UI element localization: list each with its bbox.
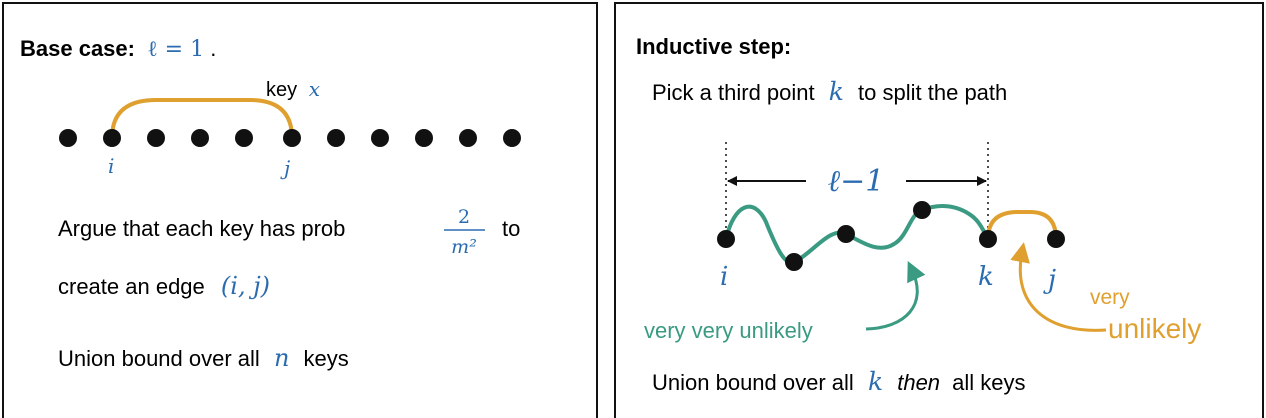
bottom-then: then — [897, 370, 940, 395]
point-i — [717, 230, 735, 248]
key-edge-arc — [110, 98, 294, 139]
left-dot-11 — [503, 129, 521, 147]
left-label-j: j — [280, 156, 290, 180]
inductive-title: Inductive step: — [636, 34, 791, 59]
point-k — [979, 230, 997, 248]
bottom-var: k — [868, 367, 883, 396]
orange-callout-small: very — [1090, 286, 1130, 309]
green-callout-arrow — [865, 260, 926, 331]
prob-fraction-numerator: 2 — [458, 206, 470, 228]
bottom-text: Union bound over all — [652, 370, 854, 395]
union-line: Union bound over all n keys — [58, 344, 349, 372]
edge-line: create an edge (i, j) — [58, 272, 270, 300]
point-j — [1047, 230, 1065, 248]
left-dot-7 — [327, 129, 345, 147]
point-mid-2 — [837, 225, 855, 243]
left-dot-5 — [235, 129, 253, 147]
base-case-title-math: ℓ = 1 — [147, 37, 204, 62]
pick-var: k — [829, 77, 844, 106]
prob-text: Argue that each key has prob — [58, 216, 345, 241]
union-var: n — [274, 344, 289, 372]
pick-line: Pick a third point k to split the path — [652, 77, 1007, 106]
left-dot-4 — [191, 129, 209, 147]
left-dot-9 — [415, 129, 433, 147]
point-mid-3 — [913, 201, 931, 219]
point-mid-1 — [785, 253, 803, 271]
left-dot-8 — [371, 129, 389, 147]
left-dot-2 — [103, 129, 121, 147]
left-dot-6 — [283, 129, 301, 147]
union-text-end: keys — [304, 346, 349, 371]
prob-fraction-denominator: m² — [451, 236, 477, 258]
pick-text-end: to split the path — [858, 80, 1007, 105]
pick-text: Pick a third point — [652, 80, 815, 105]
base-case-title-end: . — [210, 36, 216, 61]
green-path — [724, 204, 990, 265]
left-dot-10 — [459, 129, 477, 147]
base-case-title: Base case: ℓ = 1 . — [20, 36, 216, 62]
edge-math: (i, j) — [221, 272, 270, 300]
right-label-i: i — [720, 262, 728, 292]
base-case-title-bold: Base case: — [20, 36, 135, 61]
inductive-step-svg: Inductive step: Pick a third point k to … — [636, 34, 1201, 396]
edge-text: create an edge — [58, 274, 205, 299]
key-label-text: key — [266, 79, 297, 101]
right-label-k: k — [978, 262, 994, 292]
base-case-panel: Base case: ℓ = 1 . key x i j Argue that … — [2, 2, 598, 418]
left-dot-1 — [59, 129, 77, 147]
left-label-i: i — [108, 154, 114, 178]
orange-callout-arrow — [1010, 242, 1107, 332]
union-text: Union bound over all — [58, 346, 260, 371]
length-label: ℓ−1 — [828, 164, 885, 199]
orange-edge-arc — [986, 210, 1058, 240]
left-dots-row — [59, 129, 521, 147]
key-label: key x — [266, 77, 320, 101]
right-label-j: j — [1043, 265, 1056, 295]
inductive-step-panel: Inductive step: Pick a third point k to … — [614, 2, 1264, 418]
key-label-var: x — [309, 77, 320, 101]
orange-callout-big: unlikely — [1108, 313, 1201, 344]
bottom-text-end: all keys — [952, 370, 1025, 395]
green-callout-label: very very unlikely — [644, 318, 813, 343]
prob-text-end: to — [502, 216, 520, 241]
left-dot-3 — [147, 129, 165, 147]
base-case-svg: Base case: ℓ = 1 . key x i j Argue that … — [20, 36, 521, 372]
bottom-line: Union bound over all k then all keys — [652, 367, 1026, 396]
